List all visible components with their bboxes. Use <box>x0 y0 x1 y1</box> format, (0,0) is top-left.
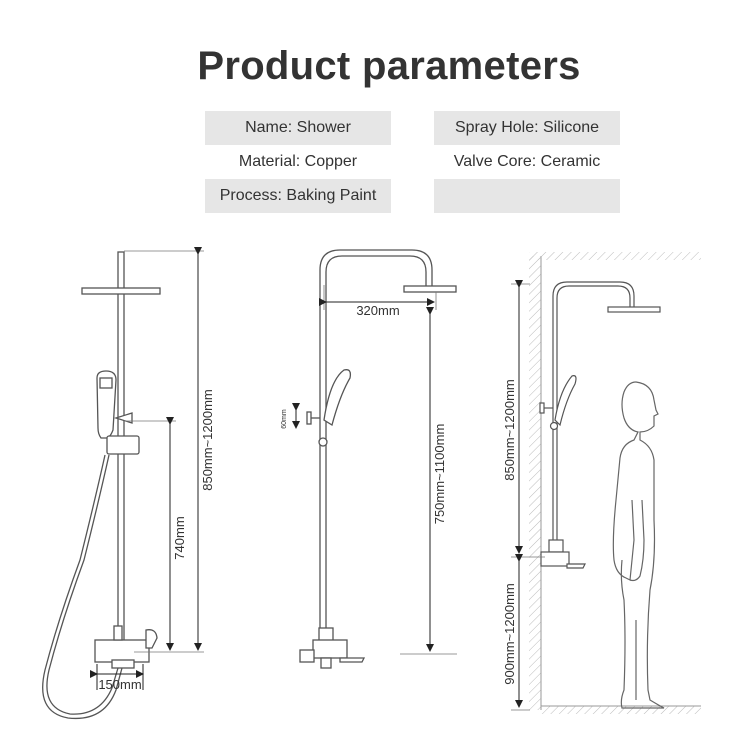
param-empty <box>434 179 620 213</box>
param-valve-core: Valve Core: Ceramic <box>453 153 601 170</box>
install-dimension-lines <box>511 280 545 711</box>
param-name: Name: Shower <box>205 111 391 145</box>
holder-size-label: 60mm <box>281 409 288 429</box>
front-dimension-lines <box>90 247 202 690</box>
param-process: Process: Baking Paint <box>205 179 391 213</box>
side-dimension-lines <box>292 298 435 652</box>
arm-length-label: 320mm <box>356 303 399 318</box>
param-spray-hole: Spray Hole: Silicone <box>434 111 620 145</box>
installed-shower <box>539 281 661 569</box>
page-title: Product parameters <box>197 44 581 88</box>
param-material: Material: Copper <box>238 153 358 170</box>
installation-view <box>529 252 701 714</box>
slide-height-label: 750mm~1100mm <box>432 424 447 525</box>
side-view-shower <box>299 249 457 669</box>
floor-height-label: 900mm~1200mm <box>502 583 517 685</box>
human-figure <box>612 381 665 709</box>
mount-height-label: 850mm~1200mm <box>502 379 517 481</box>
front-view-shower <box>42 251 161 720</box>
total-height-label: 850mm~1200mm <box>200 389 215 491</box>
valve-height-label: 740mm <box>172 516 187 559</box>
valve-spacing-label: 150mm <box>98 677 141 692</box>
